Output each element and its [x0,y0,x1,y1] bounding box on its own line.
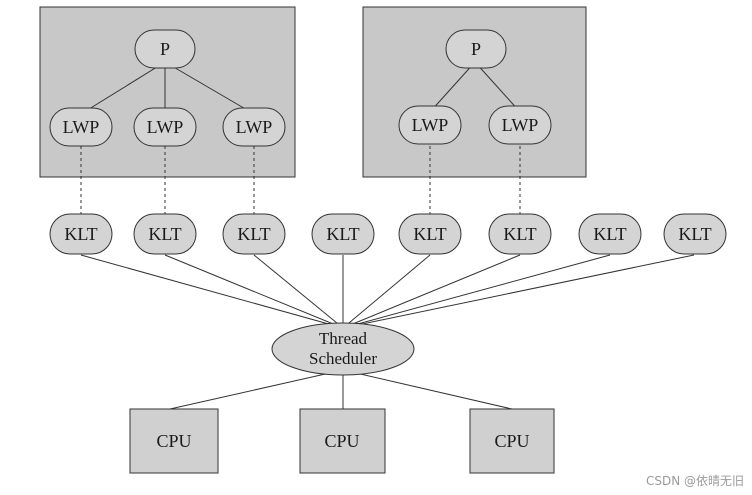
lwp-label: LWP [236,117,273,137]
klt-node: KLT [133,213,197,255]
lwp-klt-links [80,146,521,214]
scheduler-label-line1: Thread [319,329,368,348]
process-node-1: P [134,29,196,69]
lwp-label: LWP [412,115,449,135]
cpu-box: CPU [469,408,555,474]
klt-node: KLT [398,213,462,255]
klt-label: KLT [678,224,711,244]
klt-scheduler-links [80,254,695,329]
lwp-label: LWP [502,115,539,135]
lwp-label: LWP [63,117,100,137]
klt-label: KLT [503,224,536,244]
lwp-label: LWP [147,117,184,137]
process-label: P [471,39,481,59]
klt-node: KLT [222,213,286,255]
watermark: CSDN @依晴无旧 [645,474,744,488]
klt-node: KLT [49,213,113,255]
cpu-box: CPU [129,408,219,474]
cpu-label: CPU [324,431,359,451]
klt-label: KLT [593,224,626,244]
scheduler-cpu-links [169,369,513,410]
lwp-node: LWP [133,107,197,147]
thread-scheduler: Thread Scheduler [271,322,415,376]
klt-node: KLT [578,213,642,255]
lwp-node: LWP [49,107,113,147]
lwp-node: LWP [488,105,552,145]
lwp-node: LWP [398,105,462,145]
klt-label: KLT [148,224,181,244]
cpu-box: CPU [299,408,386,474]
process-2-connectors [429,61,521,113]
klt-node: KLT [311,213,375,255]
cpu-label: CPU [494,431,529,451]
klt-label: KLT [64,224,97,244]
process-1-connectors [80,61,255,115]
klt-node: KLT [488,213,552,255]
klt-label: KLT [326,224,359,244]
klt-label: KLT [237,224,270,244]
lwp-node: LWP [222,107,286,147]
klt-node: KLT [663,213,727,255]
process-node-2: P [445,29,507,69]
klt-label: KLT [413,224,446,244]
scheduler-label-line2: Scheduler [309,349,377,368]
process-label: P [160,39,170,59]
cpu-label: CPU [156,431,191,451]
